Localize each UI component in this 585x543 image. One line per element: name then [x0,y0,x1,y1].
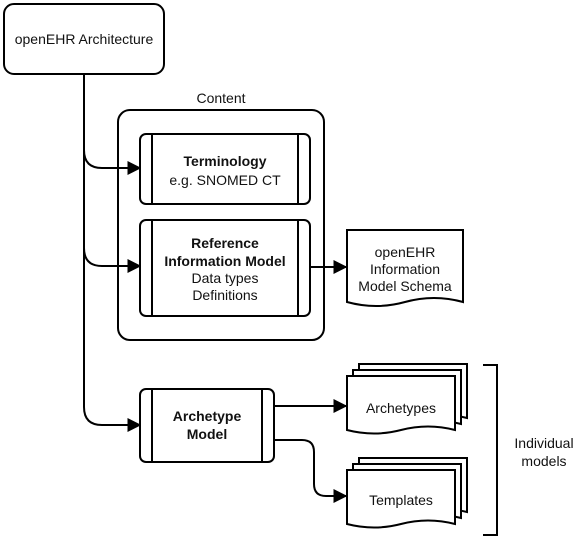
templates-label: Templates [369,492,433,508]
schema-line-3: Model Schema [358,278,452,294]
connector-archetype-model [83,248,142,432]
connectors [83,74,348,503]
archetypes-documents: Archetypes [346,363,468,435]
archetype-model-title-1: Archetype [173,408,242,424]
archetypes-label: Archetypes [366,400,436,416]
schema-line-1: openEHR [375,244,436,260]
templates-documents: Templates [346,457,468,529]
archetype-model-box: Archetype Model [139,388,275,463]
connector-templates [274,439,348,503]
schema-line-2: Information [370,261,440,277]
reference-model-line-3: Data types [192,270,259,286]
individual-models-line-2: models [521,453,566,469]
connector-terminology [83,74,142,175]
individual-models-line-1: Individual [514,435,573,451]
content-group: Content [117,90,325,341]
root-node: openEHR Architecture [3,3,165,75]
reference-model-box: Reference Information Model Data types D… [139,219,311,317]
reference-model-line-4: Definitions [192,287,257,303]
individual-models-bracket: Individual models [483,364,574,536]
terminology-subtitle: e.g. SNOMED CT [169,172,281,188]
terminology-title: Terminology [184,153,267,169]
reference-model-title-2: Information Model [164,253,285,269]
schema-document: openEHR Information Model Schema [346,229,464,307]
reference-model-title-1: Reference [191,235,259,251]
content-group-label: Content [196,90,245,106]
root-label: openEHR Architecture [15,31,154,47]
terminology-box: Terminology e.g. SNOMED CT [139,133,311,205]
archetype-model-title-2: Model [187,426,227,442]
